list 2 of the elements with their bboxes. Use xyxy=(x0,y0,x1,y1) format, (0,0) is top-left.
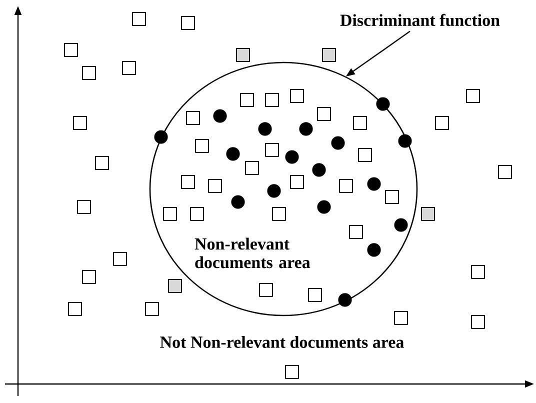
area-label: Not Non-relevant documents area xyxy=(160,336,404,348)
callout-text: Discriminant function xyxy=(340,14,500,26)
